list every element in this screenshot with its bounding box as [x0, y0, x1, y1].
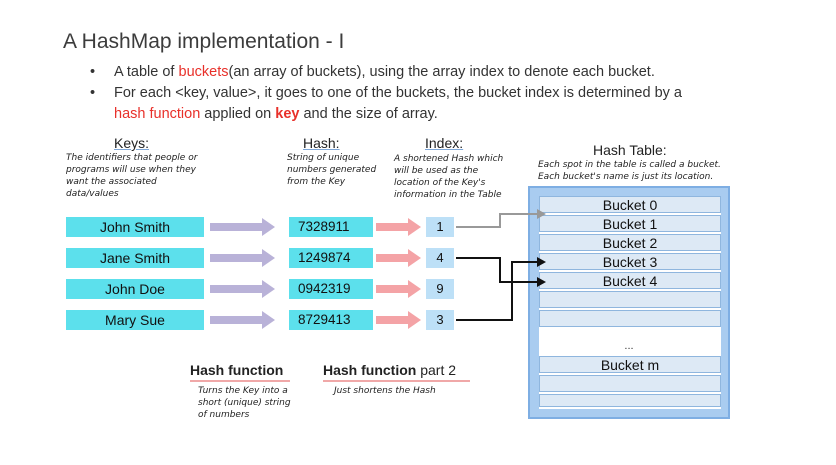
index-box: 3 — [426, 310, 454, 330]
index-note: A shortened Hash which will be used as t… — [394, 154, 504, 200]
hash-function-2-underline — [323, 380, 470, 382]
index-box: 1 — [426, 217, 454, 237]
connector-3 — [456, 261, 540, 321]
block-arrow — [376, 280, 421, 298]
bucket-cell: Bucket 1 — [539, 215, 721, 232]
hash-function-2-bold: Hash function — [323, 362, 417, 378]
block-arrow — [376, 218, 421, 236]
bullet-text: (an array of buckets), using the array i… — [228, 64, 655, 80]
page-title: A HashMap implementation - I — [63, 30, 345, 53]
hash-function-underline — [190, 380, 290, 382]
block-arrow — [210, 311, 275, 329]
table-note: Each spot in the table is called a bucke… — [538, 160, 721, 182]
block-arrow — [210, 249, 275, 267]
arrowhead — [537, 209, 546, 219]
bullet-text: A table of — [114, 64, 179, 80]
hash-box: 1249874 — [289, 248, 373, 268]
bullet-text: applied on — [200, 106, 276, 122]
key-highlight: key — [275, 106, 300, 122]
table-ellipsis: ... — [624, 340, 634, 352]
bullet-text: For each <key, value>, it goes to one of… — [114, 85, 682, 101]
hash-function-highlight: hash function — [114, 106, 201, 122]
key-to-hash-arrows — [210, 218, 275, 329]
hash-header: Hash: — [303, 135, 340, 151]
key-box: Jane Smith — [66, 248, 204, 268]
index-to-bucket-connectors — [456, 209, 546, 321]
hash-function-note: Turns the Key into a short (unique) stri… — [198, 386, 291, 420]
hash-function-label: Hash function — [190, 362, 284, 378]
bucket-cell-empty — [539, 375, 721, 392]
hash-box: 0942319 — [289, 279, 373, 299]
table-header: Hash Table: — [593, 142, 667, 158]
bucket-cell-m: Bucket m — [539, 356, 721, 373]
bucket-cell-empty — [539, 310, 721, 327]
block-arrow — [376, 311, 421, 329]
hash-to-index-arrows — [376, 218, 421, 329]
index-header: Index: — [425, 135, 464, 151]
keys-note: The identifiers that people or programs … — [66, 153, 198, 199]
hash-box: 7328911 — [289, 217, 373, 237]
arrowhead — [537, 277, 546, 287]
bullet-list: •A table of buckets(an array of buckets)… — [82, 62, 782, 125]
hash-box: 8729413 — [289, 310, 373, 330]
bucket-cell: Bucket 4 — [539, 272, 721, 289]
hash-function-2-part: part 2 — [416, 362, 457, 378]
hash-note: String of unique numbers generated from … — [287, 153, 377, 187]
key-box: Mary Sue — [66, 310, 204, 330]
bullet-text: and the size of array. — [299, 106, 438, 122]
bucket-cell-empty — [539, 291, 721, 308]
keys-header: Keys: — [114, 135, 150, 151]
index-box: 9 — [426, 279, 454, 299]
bullet-item-1: •A table of buckets(an array of buckets)… — [90, 64, 655, 80]
hash-function-2-label: Hash function part 2 — [323, 362, 456, 378]
index-box: 4 — [426, 248, 454, 268]
connector-4 — [456, 257, 540, 283]
bucket-cell: Bucket 3 — [539, 253, 721, 270]
block-arrow — [210, 280, 275, 298]
buckets-highlight: buckets — [178, 64, 229, 80]
bucket-cell: Bucket 2 — [539, 234, 721, 251]
key-box: John Doe — [66, 279, 204, 299]
connector-1 — [456, 213, 540, 228]
key-box: John Smith — [66, 217, 204, 237]
hash-table: Bucket 0 Bucket 1 Bucket 2 Bucket 3 Buck… — [528, 186, 730, 419]
bucket-cell: Bucket 0 — [539, 196, 721, 213]
block-arrow — [376, 249, 421, 267]
bucket-cell-empty — [539, 394, 721, 407]
block-arrow — [210, 218, 275, 236]
bullet-item-2: •For each <key, value>, it goes to one o… — [90, 85, 682, 122]
hash-function-2-note: Just shortens the Hash — [334, 386, 436, 396]
arrowhead — [537, 257, 546, 267]
